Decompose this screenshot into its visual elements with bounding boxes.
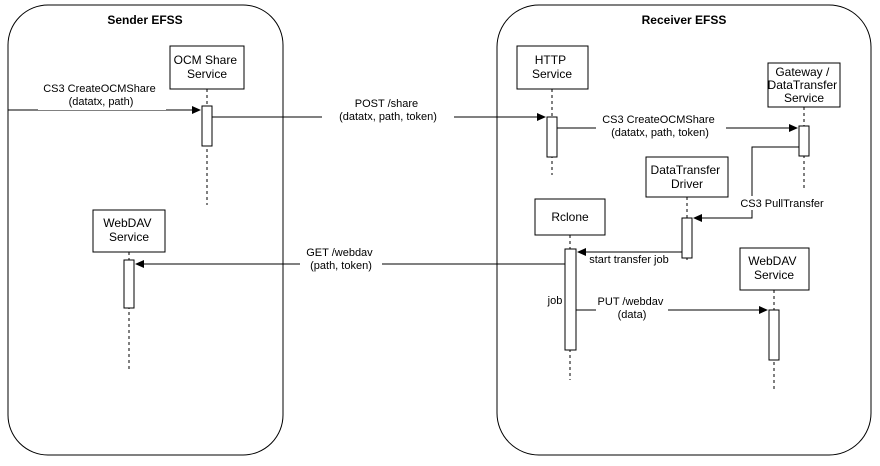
- webdav-sender-line-1: WebDAV: [103, 216, 151, 230]
- svg-text:CS3 CreateOCMShare (data: CS3 CreateOCMShare (datatx, path, token): [602, 114, 718, 139]
- svg-text:Gateway / DataTransfer: Gateway / DataTransfer Service: [768, 65, 841, 105]
- datatransfer-driver-line-2: Driver: [671, 177, 703, 191]
- arrow-cs3-pull-transfer: [693, 146, 799, 222]
- label-cs3-pull-transfer: CS3 PullTransfer: [738, 196, 830, 210]
- post-share-line-2: (datatx, path, token): [339, 111, 437, 123]
- activation-http-service: [546, 116, 558, 158]
- http-service-line-2: Service: [532, 67, 572, 81]
- datatransfer-driver-line-1: DataTransfer: [651, 163, 721, 177]
- svg-text:WebDAV Service: WebDAV Service: [103, 216, 155, 244]
- cs3-create-ocm-share-in-line-2: (datatx, path): [69, 96, 134, 108]
- svg-text:GET /webdav (path, token: GET /webdav (path, token): [306, 247, 376, 272]
- put-webdav-line-1: PUT /webdav: [598, 296, 664, 308]
- receiver-efss-title: Receiver EFSS: [642, 13, 727, 27]
- cs3-create-ocm-share-gw-line-1: CS3 CreateOCMShare: [602, 114, 715, 126]
- svg-text:HTTP Service: HTTP Service: [532, 53, 572, 81]
- svg-text:PUT /webdav (data): PUT /webdav (data): [598, 296, 667, 321]
- participant-ocm-share-service: OCM Share Service: [169, 45, 245, 90]
- svg-text:POST /share (datatx, pat: POST /share (datatx, path, token): [339, 98, 437, 123]
- webdav-sender-line-2: Service: [109, 230, 149, 244]
- post-share-line-1: POST /share: [355, 98, 418, 110]
- svg-text:WebDAV Service: WebDAV Service: [748, 254, 800, 282]
- participant-rclone: Rclone: [534, 198, 606, 236]
- svg-text:DataTransfer Driver: DataTransfer Driver: [651, 163, 724, 191]
- label-cs3-create-ocm-share-in: CS3 CreateOCMShare (datatx, path): [38, 80, 166, 110]
- sender-efss-title: Sender EFSS: [107, 13, 182, 27]
- gateway-line-2: DataTransfer: [768, 78, 838, 92]
- get-webdav-line-2: (path, token): [310, 260, 372, 272]
- ocm-share-service-line-2: Service: [187, 67, 227, 81]
- svg-text:CS3 CreateOCMShare (data: CS3 CreateOCMShare (datatx, path): [43, 83, 159, 108]
- label-job: job: [547, 295, 563, 307]
- put-webdav-line-2: (data): [618, 309, 647, 321]
- job-text: job: [547, 295, 563, 307]
- cs3-pull-transfer-text: CS3 PullTransfer: [740, 198, 824, 210]
- label-post-share: POST /share (datatx, path, token): [322, 96, 454, 124]
- participant-datatransfer-driver: DataTransfer Driver: [645, 156, 729, 198]
- cs3-create-ocm-share-gw-line-2: (datatx, path, token): [611, 127, 709, 139]
- gateway-line-3: Service: [784, 91, 824, 105]
- cs3-create-ocm-share-in-line-1: CS3 CreateOCMShare: [43, 83, 156, 95]
- activation-webdav-sender: [123, 259, 135, 309]
- gateway-line-1: Gateway /: [775, 65, 830, 79]
- svg-text:OCM Share Service: OCM Share Service: [174, 53, 241, 81]
- ocm-share-service-line-1: OCM Share: [174, 53, 238, 67]
- webdav-receiver-line-2: Service: [754, 268, 794, 282]
- participant-http-service: HTTP Service: [516, 45, 589, 90]
- activation-webdav-receiver: [768, 309, 780, 361]
- webdav-receiver-line-1: WebDAV: [748, 254, 796, 268]
- participant-gateway-datatransfer-service: Gateway / DataTransfer Service: [767, 62, 841, 108]
- label-get-webdav: GET /webdav (path, token): [300, 243, 382, 272]
- activation-datatransfer-driver: [681, 217, 693, 259]
- label-put-webdav: PUT /webdav (data): [596, 296, 668, 325]
- start-transfer-job-text: start transfer job: [589, 254, 668, 266]
- get-webdav-line-1: GET /webdav: [306, 247, 373, 259]
- http-service-line-1: HTTP: [535, 53, 566, 67]
- label-start-transfer-job: start transfer job: [589, 254, 668, 266]
- participant-webdav-receiver: WebDAV Service: [739, 247, 810, 291]
- activation-rclone: [564, 248, 577, 351]
- rclone-label: Rclone: [551, 210, 589, 224]
- label-cs3-create-ocm-share-gw: CS3 CreateOCMShare (datatx, path, token): [596, 112, 726, 140]
- activation-gateway: [798, 125, 810, 157]
- participant-webdav-sender: WebDAV Service: [92, 209, 166, 253]
- activation-ocm-share-service: [201, 105, 213, 147]
